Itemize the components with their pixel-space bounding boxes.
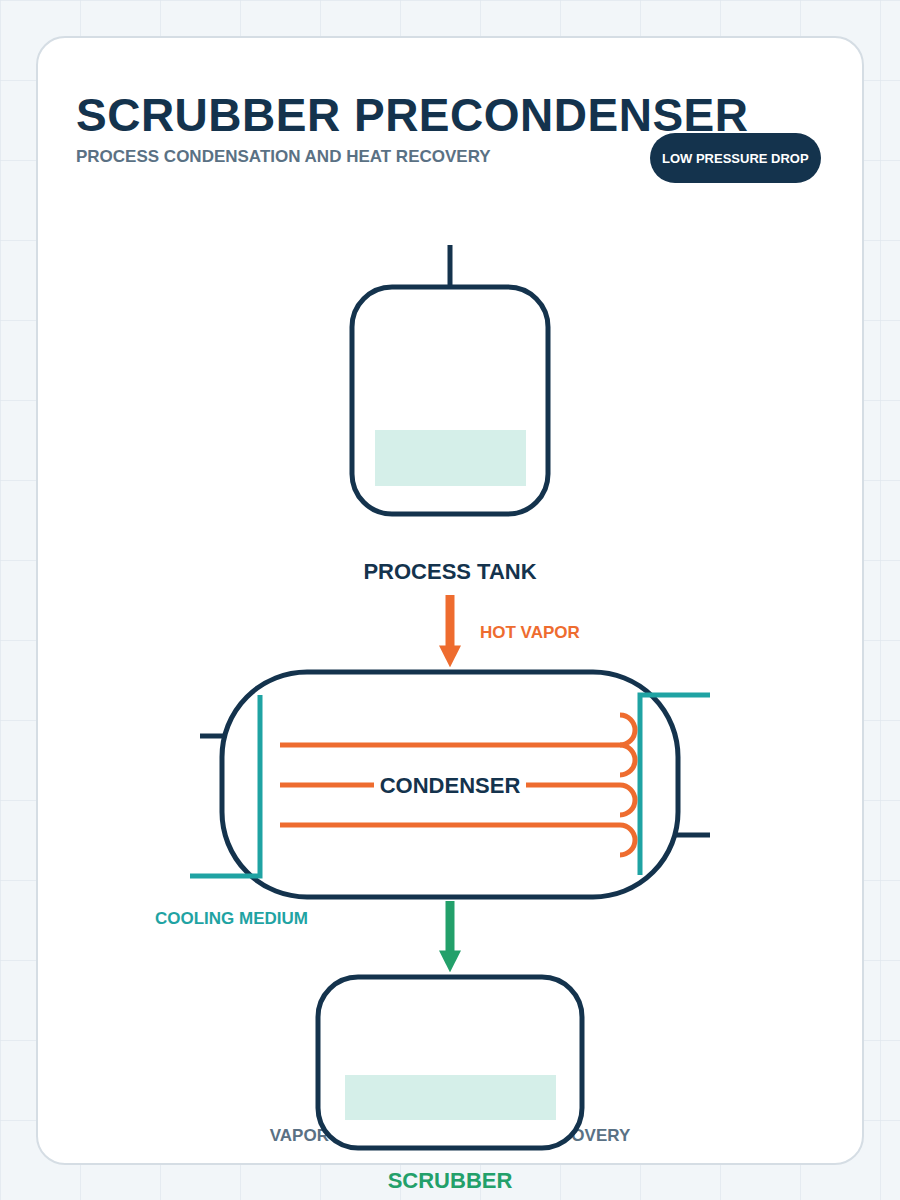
outline	[352, 287, 548, 514]
liquid-level	[375, 430, 526, 486]
flow-arrow	[446, 901, 455, 957]
badge: LOW PRESSURE DROP	[650, 133, 821, 183]
vessel-outline	[352, 287, 548, 514]
node-label: PROCESS TANK	[363, 559, 536, 585]
process-tank: PROCESS TANK	[352, 287, 548, 591]
badge-text: LOW PRESSURE DROP	[662, 151, 809, 166]
flow-arrow	[446, 595, 455, 652]
tank-nozzle	[448, 245, 453, 289]
cooling-medium-label: COOLING MEDIUM	[155, 909, 308, 929]
shell-nozzle	[200, 734, 224, 739]
shell-nozzle	[676, 833, 710, 838]
shell-outline	[222, 672, 678, 897]
title: SCRUBBER PRECONDENSER	[76, 88, 748, 142]
tube-sheet-inlet	[190, 695, 260, 876]
outline	[318, 977, 582, 1148]
liquid-level	[345, 1075, 556, 1120]
card	[37, 37, 863, 1164]
node-label: CONDENSER	[374, 773, 527, 799]
vessel-outline	[318, 977, 582, 1148]
node-label: SCRUBBER	[388, 1168, 513, 1194]
edge-label: HOT VAPOR	[480, 623, 580, 643]
tube	[280, 745, 635, 775]
tube-sheet-outlet	[640, 695, 710, 875]
tube-bend	[620, 715, 635, 745]
subtitle: PROCESS CONDENSATION AND HEAT RECOVERY	[76, 147, 491, 167]
tube	[280, 825, 635, 855]
condenser-shell: CONDENSER	[222, 672, 678, 897]
scrubber-vessel: SCRUBBER	[318, 977, 582, 1200]
